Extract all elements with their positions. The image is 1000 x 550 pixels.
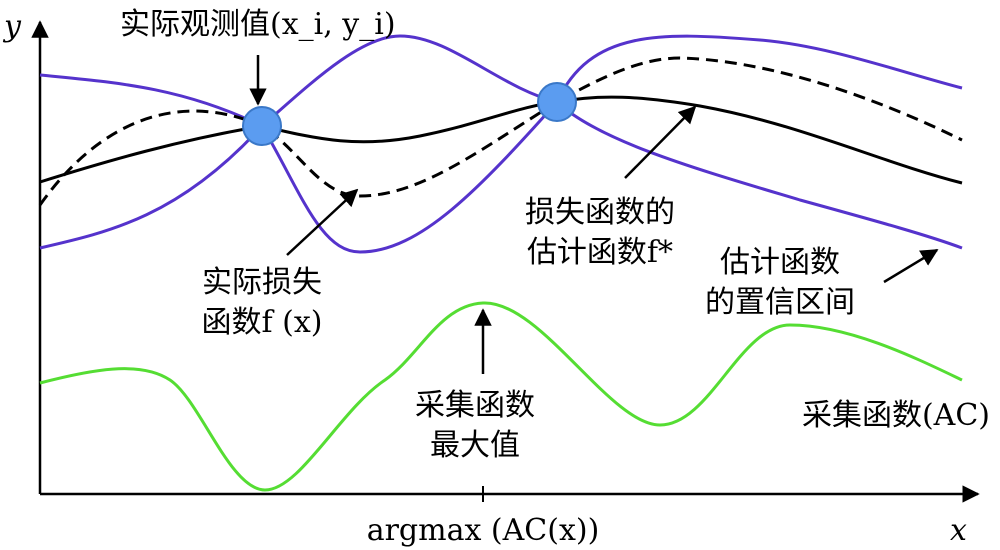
x-tick-label: argmax (AC(x))	[367, 513, 600, 548]
actual-loss-curve	[38, 56, 963, 206]
y-axis-label: y	[2, 9, 22, 44]
confidence-label-line1: 估计函数	[720, 245, 840, 280]
actual-loss-label-line1: 实际损失	[202, 265, 322, 300]
arrow-actual-loss	[286, 188, 359, 256]
confidence-lower-curve	[39, 99, 963, 254]
confidence-upper-curve	[39, 34, 963, 128]
actual-loss-label-line2: 函数f (x)	[202, 305, 323, 340]
acquisition-curve	[39, 301, 963, 492]
acq-max-label-line1: 采集函数	[415, 388, 535, 423]
estimate-label-line1: 损失函数的	[525, 195, 675, 230]
estimate-curve	[39, 95, 963, 185]
arrow-confidence	[883, 248, 939, 284]
acq-name-label: 采集函数(AC)	[802, 398, 990, 433]
x-axis-label: x	[950, 513, 967, 548]
observation-point-1	[242, 106, 282, 146]
arrow-estimate	[624, 105, 697, 179]
acq-max-label-line2: 最大值	[430, 428, 520, 463]
observed-label: 实际观测值(x_i, y_i)	[120, 7, 396, 42]
observation-point-2	[537, 82, 577, 122]
estimate-label-line2: 估计函数f*	[527, 235, 673, 270]
confidence-label-line2: 的置信区间	[705, 285, 855, 320]
